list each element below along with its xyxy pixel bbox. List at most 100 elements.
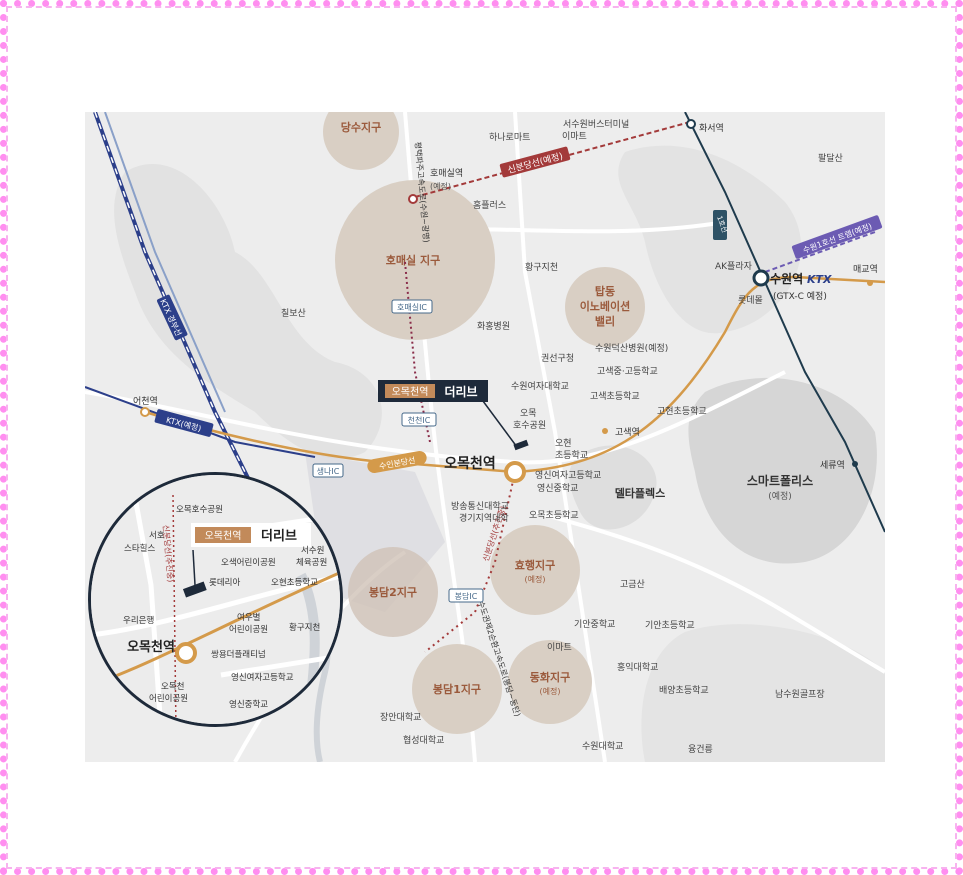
inset-poi-ysgirls: 영신여자고등학교	[231, 672, 294, 683]
station-eocheon: 어천역	[133, 396, 158, 417]
inset-poi-seosuwon-1: 서수원	[301, 546, 324, 556]
inset-poi-lotteria: 롯데리아	[209, 577, 240, 588]
poi-chilbosan: 칠보산	[281, 308, 306, 319]
svg-text:호매실IC: 호매실IC	[397, 302, 427, 312]
inset-poi-ssangyong: 쌍용더플래티넘	[211, 649, 266, 660]
svg-text:천천IC: 천천IC	[408, 415, 431, 425]
poi-jangan-univ: 장안대학교	[380, 712, 421, 723]
svg-text:오목천역: 오목천역	[392, 386, 429, 398]
station-maegyo: 매교역	[853, 264, 878, 286]
zone-hyohaeng	[490, 525, 580, 615]
inset-poi-seosuwon-2: 체육공원	[296, 557, 327, 568]
poi-youngshin-middle: 영신중학교	[537, 483, 578, 494]
poi-omok-lake-1: 오목	[520, 408, 537, 419]
poi-namsuwon-golf: 남수원골프장	[775, 689, 825, 700]
svg-text:어천역: 어천역	[133, 396, 158, 407]
suwon-tram-line	[764, 231, 876, 273]
poi-ohyeon-1: 오현	[555, 438, 572, 449]
poi-yunggeon: 융건릉	[688, 744, 713, 755]
zone-donghwa-note: (예정)	[540, 686, 561, 696]
svg-text:KTX: KTX	[807, 273, 832, 286]
inset-poi-yeowoo-1: 여우별	[237, 612, 261, 623]
inset-poi-omokkids-1: 오목천	[161, 681, 184, 692]
inset-poi-omokpark: 오목호수공원	[176, 505, 223, 515]
suin-bundang-badge: 수인분당선	[367, 451, 427, 473]
inset-poi-oseak: 오색어린이공원	[221, 557, 276, 568]
svg-text:화서역: 화서역	[699, 123, 724, 134]
poi-ak-plaza: AK플라자	[715, 261, 753, 272]
inset-poi-seoho-2: 스타힐스	[124, 543, 155, 554]
zone-bongdam1	[412, 644, 502, 734]
poi-dukshan: 수원덕산병원(예정)	[595, 343, 668, 354]
poi-hyupsung-univ: 협성대학교	[403, 734, 444, 746]
svg-text:봉담IC: 봉담IC	[455, 591, 478, 601]
poi-gosaek-elem: 고색초등학교	[590, 391, 640, 402]
poi-goguemsan: 고금산	[620, 579, 645, 590]
inset-project-name: 더리브	[261, 528, 297, 544]
poi-omok-elem: 오목초등학교	[529, 510, 579, 521]
poi-youngshin-girls: 영신여자고등학교	[535, 469, 601, 481]
zone-dangsu	[323, 112, 399, 170]
svg-text:매교역: 매교역	[853, 264, 878, 275]
zone-hyohaeng-label: 효행지구	[515, 558, 555, 572]
ktx-badge: KTX(예정)	[154, 409, 214, 437]
inset-poi-ohyeon-elem: 오현초등학교	[271, 577, 318, 588]
ic-bongdam: 봉담IC	[448, 588, 484, 603]
station-omokcheon: 오목천역	[444, 455, 526, 483]
inset-project-marker	[182, 581, 207, 598]
zone-donghwa	[508, 640, 592, 724]
svg-text:(GTX-C 예정): (GTX-C 예정)	[773, 291, 827, 302]
inset-poi-hwanggu: 황구지천	[289, 622, 320, 633]
line1	[684, 112, 885, 533]
svg-text:세류역: 세류역	[820, 460, 845, 471]
gyeongbu-badge: KTX 경부선	[157, 294, 188, 341]
station-seryu: 세류역	[820, 460, 858, 471]
poi-ohyeon-2: 초등학교	[555, 450, 588, 461]
zone-homaesil	[335, 180, 495, 340]
zone-homaesil-label: 호매실 지구	[386, 253, 440, 267]
project-label: 오목천역 더리브	[378, 380, 529, 451]
poi-suwon-women: 수원여자대학교	[511, 380, 569, 392]
poi-gian-middle: 기안중학교	[574, 619, 615, 630]
zone-tapdong	[565, 267, 645, 347]
inset-poi-seoho-1: 서호	[149, 531, 165, 541]
zone-bongdam2	[348, 547, 438, 637]
poi-lotte-mall: 롯데몰	[738, 295, 763, 306]
station-hwaseo: 화서역	[686, 119, 724, 134]
station-homaesil: 호매실역 (예정)	[408, 168, 463, 204]
ic-saengni: 생나IC	[312, 463, 344, 478]
zone-tapdong-label-3: 밸리	[595, 314, 615, 328]
poi-broadcast-univ: 방송통신대학교	[451, 501, 509, 512]
station-gosaek: 고색역	[602, 427, 640, 438]
poi-gosaek-middle: 고색중·고등학교	[597, 366, 658, 377]
suin-bundang-line	[144, 275, 885, 474]
zone-smartpolis-note: (예정)	[768, 491, 792, 502]
poi-emart-1: 이마트	[562, 131, 587, 142]
svg-text:더리브: 더리브	[444, 384, 477, 399]
poi-suwon-univ: 수원대학교	[582, 741, 623, 752]
ic-cheoncheon: 천천IC	[401, 412, 437, 427]
zone-deltaplex-label: 델타플렉스	[615, 486, 666, 500]
poi-hwahong: 화홍병원	[477, 320, 510, 332]
zone-bongdam2-label: 봉담2지구	[369, 585, 417, 599]
zone-bongdam1-label: 봉담1지구	[433, 682, 481, 696]
zone-tapdong-label-2: 이노베이션	[580, 299, 631, 313]
poi-emart-2: 이마트	[547, 642, 572, 653]
poi-hwanggujicheon: 황구지천	[525, 262, 558, 273]
inset-project-label: 오목천역	[205, 530, 242, 542]
inset-poi-yeowoo-2: 어린이공원	[229, 624, 268, 635]
poi-homeplus: 홈플러스	[473, 199, 506, 211]
inset-poi-woori: 우리은행	[123, 615, 154, 626]
inset-poi-ysmid: 영신중학교	[229, 699, 268, 710]
poi-gwonseon: 권선구청	[541, 352, 574, 364]
svg-text:오목천역: 오목천역	[444, 455, 496, 472]
poi-hongik: 홍익대학교	[617, 661, 658, 673]
inset-sinbundang-line	[172, 494, 177, 724]
poi-baeyang: 배양초등학교	[659, 685, 709, 696]
zone-hyohaeng-note: (예정)	[525, 574, 546, 584]
inset-poi-omokkids-2: 어린이공원	[149, 693, 188, 704]
ic-homaesil: 호매실IC	[391, 299, 433, 314]
poi-gyeonggi-campus: 경기지역대학	[459, 512, 509, 524]
svg-text:(예정): (예정)	[430, 181, 451, 191]
